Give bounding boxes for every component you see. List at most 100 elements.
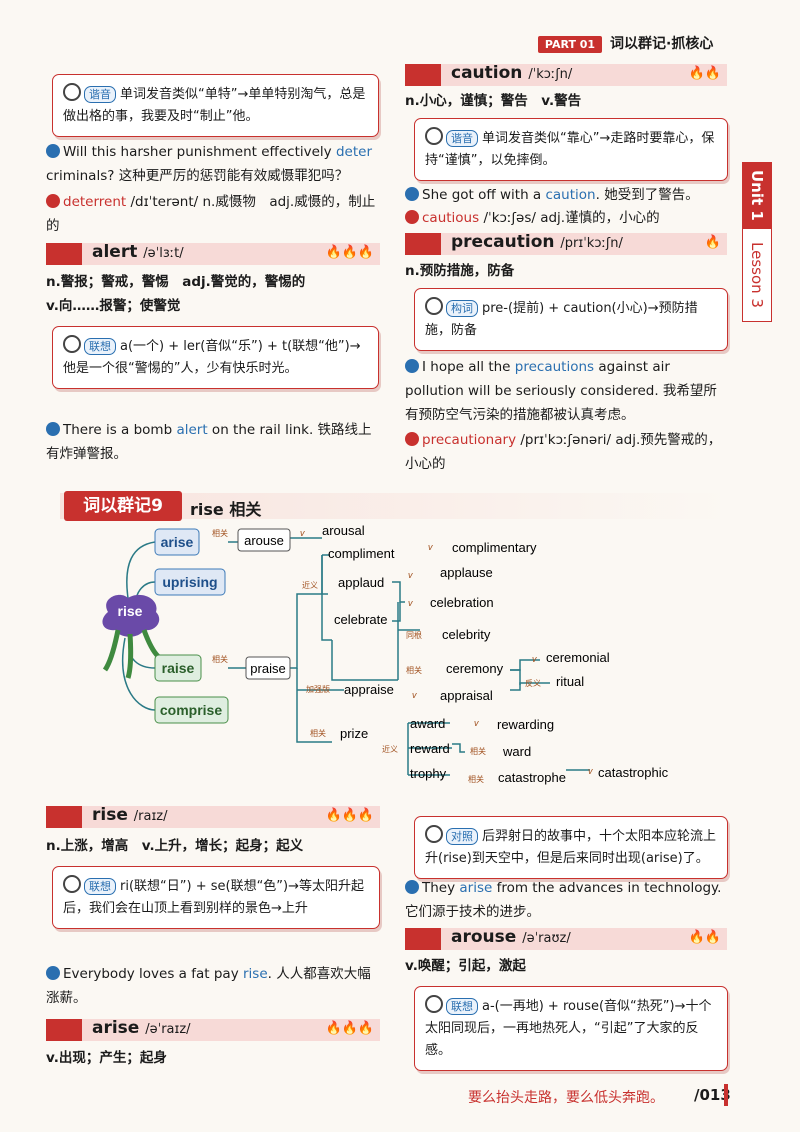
note-tag: 联想 — [84, 338, 116, 355]
box-uprising: uprising — [162, 574, 217, 590]
word-number-badge — [46, 806, 82, 828]
svg-text:加强版: 加强版 — [306, 684, 330, 694]
headword: precaution /prɪˈkɔːʃn/ — [451, 232, 623, 252]
arise-def: v.出现；产生；起身 — [46, 1050, 167, 1066]
svg-text:v: v — [300, 528, 305, 538]
left-boxes: arise uprising raise comprise — [154, 528, 229, 724]
svg-text:近义: 近义 — [302, 580, 318, 590]
svg-text:v: v — [428, 542, 433, 552]
svg-text:v: v — [588, 766, 593, 776]
derived-word: cautious — [422, 210, 480, 226]
word-appraise: appraise — [344, 682, 394, 697]
pos-labels: v v v v v v v v — [300, 528, 593, 776]
center-cloud — [102, 594, 160, 637]
svg-text:v: v — [408, 598, 413, 608]
svg-text:反义: 反义 — [525, 678, 541, 688]
deter-example: Will this harsher punishment effectively… — [46, 140, 382, 188]
note-tag: 对照 — [446, 828, 478, 845]
rise-mindmap: rise arise uprising raise comprise arous… — [102, 523, 669, 785]
word-ceremony: ceremony — [446, 661, 504, 676]
word-appraisal: appraisal — [440, 688, 493, 703]
example-icon — [46, 966, 60, 980]
note-text: pre-(提前) + caution(小心)→预防措施，防备 — [425, 301, 698, 338]
note-tag: 谐音 — [446, 130, 478, 147]
caution-note: 谐音单词发音类似“靠心”→走路时要靠心，保持“谨慎”，以免摔倒。 — [414, 118, 728, 181]
deter-note: 谐音单词发音类似“单特”→单单特别淘气，总是做出格的事，我要及时“制止”他。 — [52, 74, 379, 137]
word-reward: reward — [410, 741, 450, 756]
note-icon — [63, 875, 81, 893]
svg-text:相关: 相关 — [212, 528, 228, 538]
rise-example: Everybody loves a fat pay rise. 人人都喜欢大幅涨… — [46, 966, 371, 1006]
derived-icon — [405, 432, 419, 446]
example-keyword: precautions — [514, 359, 595, 375]
caution-example: She got off with a caution. 她受到了警告。 — [405, 183, 727, 207]
example-icon — [46, 144, 60, 158]
arouse-def: v.唤醒；引起，激起 — [405, 958, 526, 974]
frequency-fire-icon: 🔥🔥🔥 — [325, 1021, 374, 1036]
headword: rise /raɪz/ — [92, 805, 168, 825]
word-header-arise: arise /əˈraɪz/ 🔥🔥🔥 — [46, 1018, 380, 1041]
word-header-precaution: precaution /prɪˈkɔːʃn/ 🔥 — [405, 232, 727, 255]
arise-example: They arise from the advances in technolo… — [405, 880, 722, 920]
word-complimentary: complimentary — [452, 540, 537, 555]
word-number-badge — [46, 1019, 82, 1041]
word-applause: applause — [440, 565, 493, 580]
word-celebrity: celebrity — [442, 627, 491, 642]
note-tag: 联想 — [84, 878, 116, 895]
svg-text:v: v — [408, 570, 413, 580]
page-number-bar — [724, 1084, 728, 1106]
svg-text:v: v — [532, 654, 537, 664]
headword: caution /ˈkɔːʃn/ — [451, 63, 573, 83]
word-number-badge — [405, 928, 441, 950]
alert-def2: v.向……报警；使警觉 — [46, 298, 181, 314]
derived-icon — [405, 210, 419, 224]
note-text: ri(联想“日”) + se(联想“色”)→等太阳升起后，我们会在山顶上看到别样… — [63, 879, 365, 916]
word-prize: prize — [340, 726, 368, 741]
example-icon — [405, 880, 419, 894]
precaution-def: n.预防措施，防备 — [405, 263, 515, 279]
word-number-badge — [46, 243, 82, 265]
example-keyword: caution — [545, 187, 596, 203]
frequency-fire-icon: 🔥🔥 — [688, 930, 721, 945]
word-arouse: arouse — [244, 533, 284, 548]
phonetic: /əˈlɜːt/ — [143, 246, 184, 261]
deterrent-derived: deterrent /dɪˈterənt/ n.威慑物 adj.威慑的，制止的 — [46, 190, 382, 238]
note-icon — [425, 297, 443, 315]
box-comprise: comprise — [160, 702, 222, 718]
section-header: 词以群记9 rise 相关 — [60, 491, 730, 521]
frequency-fire-icon: 🔥🔥🔥 — [325, 808, 374, 823]
word-compliment: compliment — [328, 546, 395, 561]
example-keyword: deter — [335, 144, 372, 160]
svg-text:同根: 同根 — [406, 630, 422, 640]
note-text: 单词发音类似“单特”→单单特别淘气，总是做出格的事，我要及时“制止”他。 — [63, 87, 366, 124]
word-praise: praise — [250, 661, 285, 676]
note-icon — [63, 335, 81, 353]
part-tag: PART 01 — [538, 36, 602, 53]
unit-label: Unit 1 — [742, 162, 772, 228]
note-icon — [63, 83, 81, 101]
word-number-badge — [405, 64, 441, 86]
word-trophy: trophy — [410, 766, 447, 781]
derived-word: deterrent — [63, 194, 127, 210]
word-header-rise: rise /raɪz/ 🔥🔥🔥 — [46, 805, 380, 828]
example-translation: criminals? 这种更严厉的惩罚能有效威慑罪犯吗？ — [46, 168, 349, 184]
note-tag: 谐音 — [84, 86, 116, 103]
mindmap-words: arousal compliment complimentary applaud… — [322, 523, 669, 785]
svg-text:相关: 相关 — [406, 665, 422, 675]
svg-text:相关: 相关 — [470, 746, 486, 756]
svg-text:近义: 近义 — [382, 744, 398, 754]
word-celebration: celebration — [430, 595, 494, 610]
example-keyword: alert — [176, 422, 208, 438]
box-raise: raise — [162, 660, 195, 676]
phonetic: /əˈraɪz/ — [145, 1022, 191, 1037]
example-keyword: arise — [459, 880, 493, 896]
word-header-alert: alert /əˈlɜːt/ 🔥🔥🔥 — [46, 242, 380, 265]
word-celebrate: celebrate — [334, 612, 387, 627]
phonetic: /raɪz/ — [133, 809, 168, 824]
headword: arise /əˈraɪz/ — [92, 1018, 191, 1038]
svg-text:v: v — [474, 718, 479, 728]
example-keyword: rise — [242, 966, 268, 982]
phonetic: /prɪˈkɔːʃn/ — [560, 236, 623, 251]
